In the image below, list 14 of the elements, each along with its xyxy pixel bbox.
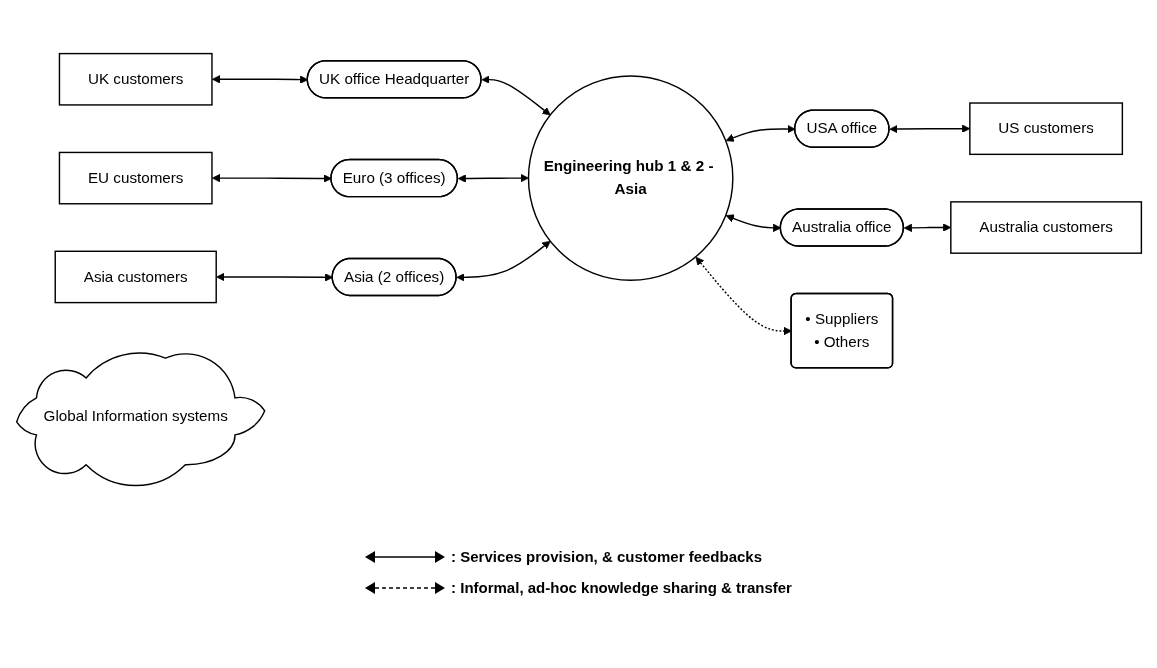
arrow (888, 124, 970, 134)
node-box: Asia customers (54, 251, 217, 304)
arrow (480, 75, 551, 116)
legend-text: : Services provision, & customer feedbacks (451, 548, 762, 565)
legend-text: : Informal, ad-hoc knowledge sharing & transfer (451, 579, 792, 596)
arrow (211, 75, 308, 85)
arrow (456, 241, 551, 282)
node-box: US customers (968, 102, 1123, 156)
arrow (457, 174, 529, 184)
node-box: EU customers (58, 152, 213, 205)
node-box: Australia customers (949, 201, 1142, 255)
node-box: UK customers (58, 53, 213, 107)
arrow (903, 223, 951, 233)
node-circle: Engineering hub 1 & 2 - Asia (527, 75, 734, 282)
